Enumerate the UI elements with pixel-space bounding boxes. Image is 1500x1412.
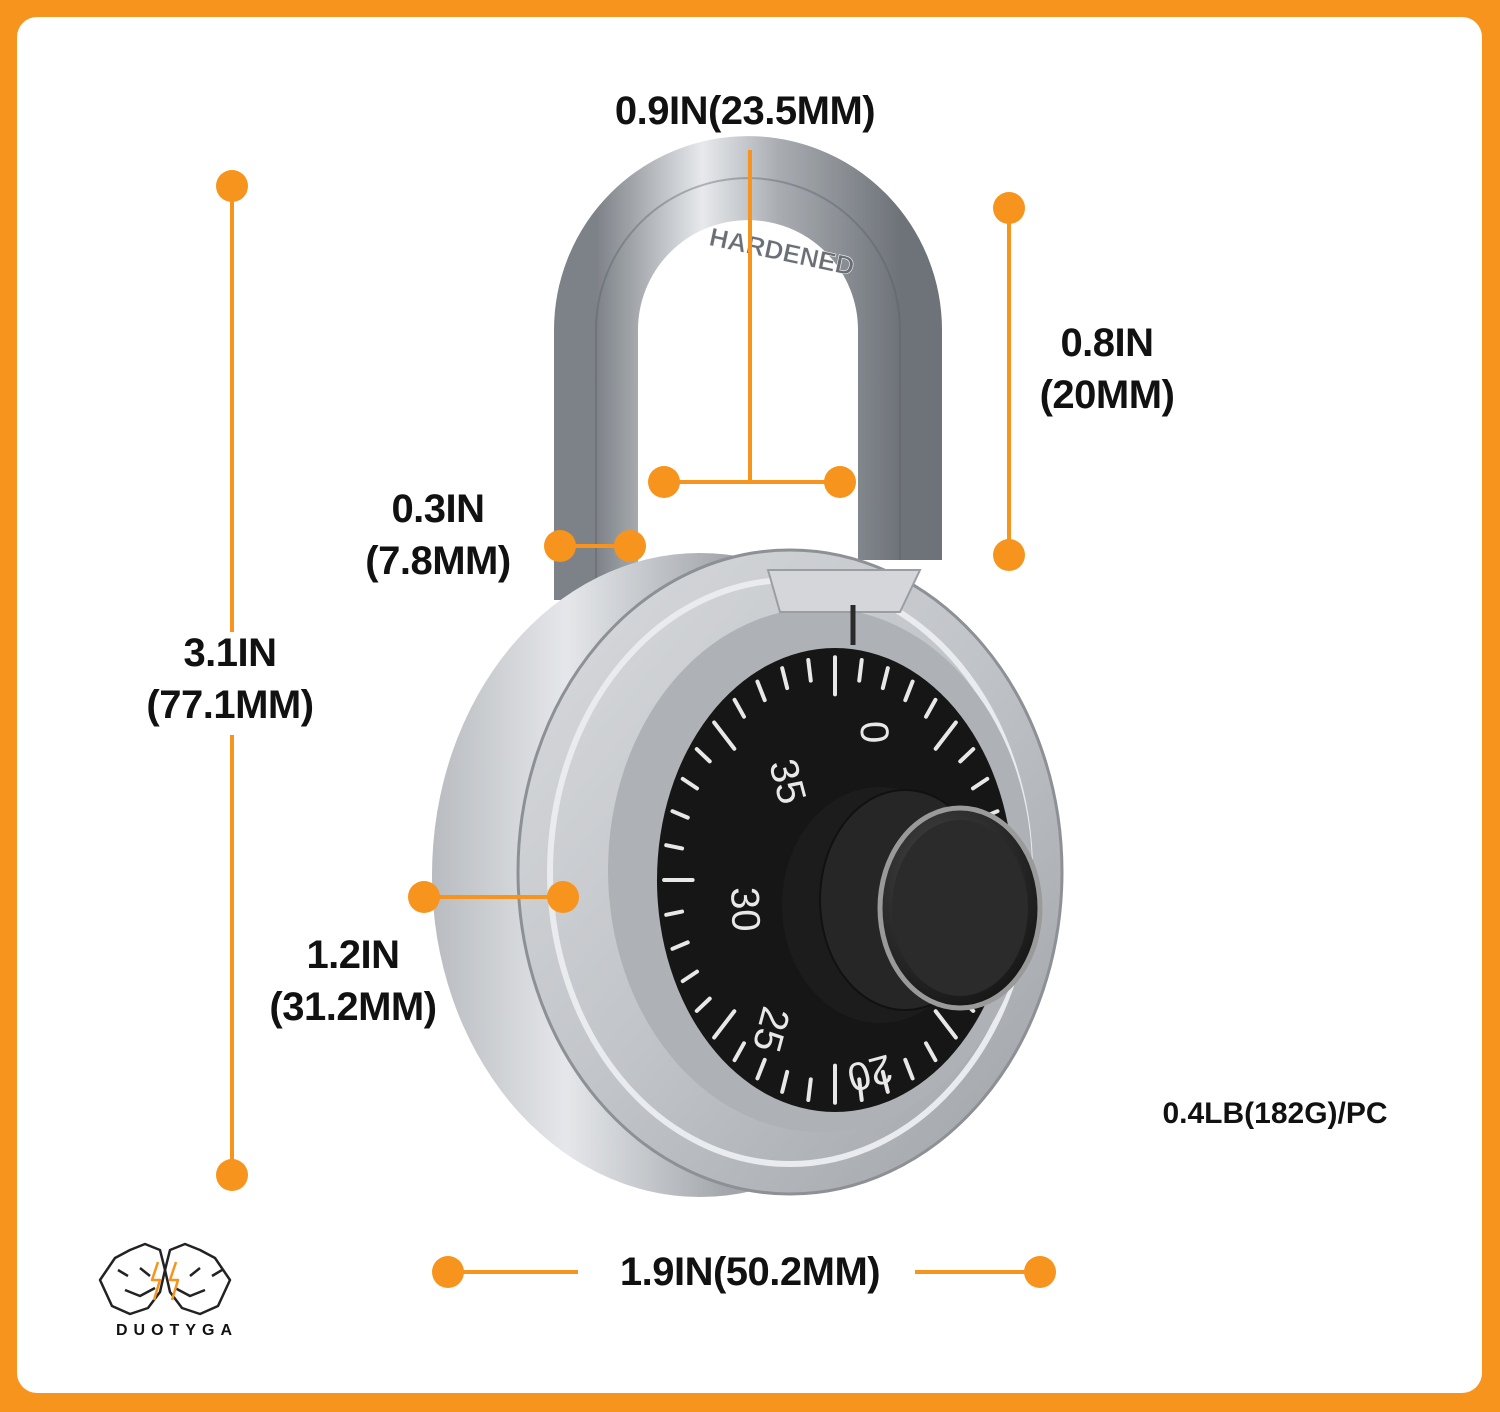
body-depth-mm: (31.2MM) xyxy=(269,985,437,1029)
dial-knob xyxy=(782,787,1043,1023)
dial-tick xyxy=(857,1077,864,1102)
dial-tick xyxy=(670,940,690,951)
brand-logo xyxy=(98,1242,232,1316)
shackle-diameter-mm: (7.8MM) xyxy=(365,539,511,583)
body-depth-label: 1.2IN (31.2MM) xyxy=(243,929,463,1033)
dial-tick xyxy=(806,658,813,683)
dial-tick xyxy=(880,666,890,691)
dial-tick xyxy=(670,809,690,820)
shackle-clearance-inches: 0.8IN xyxy=(1060,321,1154,365)
dial-tick xyxy=(680,776,700,791)
shackle-clearance-mm: (20MM) xyxy=(1039,373,1175,417)
overall-height-label: 3.1IN (77.1MM) xyxy=(120,627,340,731)
dial-tick xyxy=(933,720,958,751)
shackle-diameter-inches: 0.3IN xyxy=(391,487,485,531)
dimension-markers xyxy=(216,150,1056,1288)
dial-tick xyxy=(780,666,790,691)
dial-tick xyxy=(755,1057,767,1081)
dial-tick xyxy=(680,969,700,984)
dial-tick xyxy=(933,1009,958,1040)
dial-tick xyxy=(903,679,915,703)
dial-ticks xyxy=(662,655,1008,1105)
dial-tick xyxy=(664,909,685,917)
dial-tick xyxy=(857,658,864,683)
padlock-illustration: HARDENED 0 35 30 25 20 xyxy=(98,136,1064,1316)
dial-number-30: 30 xyxy=(722,886,768,932)
product-card: HARDENED 0 35 30 25 20 xyxy=(17,17,1482,1393)
body-width-label: 1.9IN(50.2MM) xyxy=(619,1250,881,1294)
dial-tick xyxy=(694,996,712,1013)
shackle-clearance-label: 0.8IN (20MM) xyxy=(1007,317,1207,421)
body-depth-inches: 1.2IN xyxy=(306,933,400,977)
inner-width-label: 0.9IN(23.5MM) xyxy=(614,89,876,133)
dial-tick xyxy=(664,843,685,851)
dial-tick xyxy=(958,747,976,764)
dial-number-0: 0 xyxy=(852,720,897,744)
dial-tick xyxy=(755,679,767,703)
dial-tick xyxy=(694,747,712,764)
dial-tick xyxy=(732,1041,746,1063)
dial-tick xyxy=(924,1041,938,1063)
dial-tick xyxy=(903,1057,915,1081)
dial-tick xyxy=(712,1009,737,1040)
overall-height-inches: 3.1IN xyxy=(183,631,277,675)
dial-tick xyxy=(970,776,990,791)
weight-label: 0.4LB(182G)/PC xyxy=(1162,1097,1388,1130)
dial-tick xyxy=(780,1069,790,1094)
dial-tick xyxy=(712,720,737,751)
dial-tick xyxy=(924,697,938,719)
brand-name: DUOTYGA xyxy=(116,1322,238,1339)
dial-tick xyxy=(880,1069,890,1094)
dial-tick xyxy=(732,697,746,719)
dial-tick xyxy=(806,1077,813,1102)
shackle-diameter-label: 0.3IN (7.8MM) xyxy=(343,483,533,587)
overall-height-mm: (77.1MM) xyxy=(146,683,314,727)
